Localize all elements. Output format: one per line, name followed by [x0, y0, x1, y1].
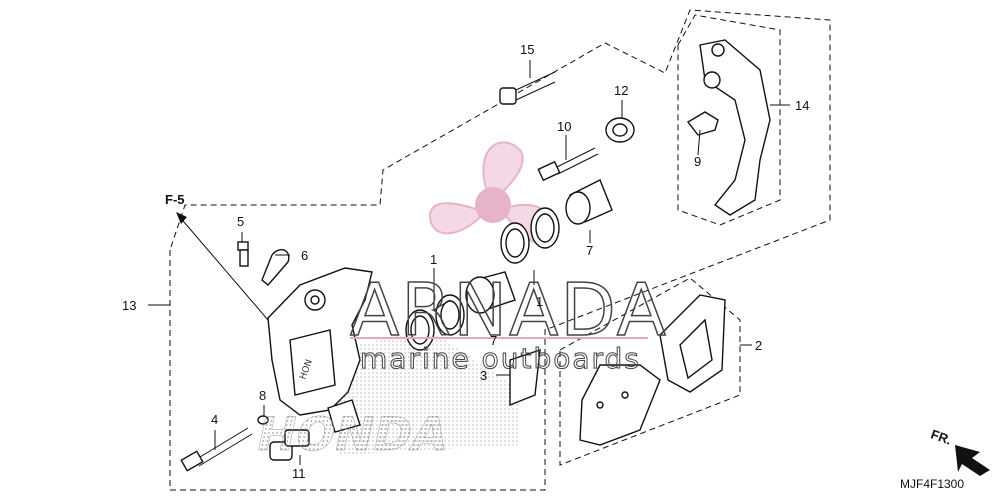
brake-pad-rear — [579, 364, 661, 446]
callout-9: 9 — [694, 154, 701, 169]
callout-11: 11 — [292, 466, 306, 481]
callout-1b: 1 — [536, 294, 543, 309]
assembly-boundary — [169, 9, 831, 491]
bracket-group-boundary — [677, 14, 781, 226]
caliper-shadow — [330, 330, 520, 455]
diagram-code: MJF4F1300 — [900, 477, 964, 491]
callout-6: 6 — [301, 248, 308, 263]
direction-label: FR. — [929, 426, 954, 447]
caliper-body: HON — [267, 267, 373, 433]
callout-8: 8 — [259, 388, 266, 403]
callout-7a: 7 — [586, 243, 593, 258]
watermark-tagline: marine outboards — [360, 342, 641, 375]
watermark-brand: ARNADA — [350, 268, 668, 352]
pad-group-boundary — [559, 277, 741, 466]
piston-seal-set-lower — [405, 294, 465, 351]
pad-spring-clip — [686, 111, 719, 136]
caliper-logo-watermark: HONDA — [252, 407, 453, 460]
pin-boot — [605, 117, 635, 143]
washer — [257, 415, 269, 425]
callout-5: 5 — [237, 214, 244, 229]
piston-seal-set-upper — [500, 207, 560, 264]
piston-upper — [565, 179, 613, 225]
bleeder-cap — [261, 248, 290, 286]
caliper-bolt — [180, 427, 253, 472]
callout-1a: 1 — [430, 252, 437, 267]
callout-14: 14 — [795, 98, 809, 113]
callout-3: 3 — [480, 368, 487, 383]
callout-4: 4 — [211, 412, 218, 427]
callout-2: 2 — [755, 338, 762, 353]
callout-7b: 7 — [490, 333, 497, 348]
callout-13: 13 — [122, 298, 136, 313]
callout-10: 10 — [557, 119, 571, 134]
section-reference: F-5 — [165, 192, 185, 207]
pad-spring — [509, 348, 541, 407]
callout-12: 12 — [614, 83, 628, 98]
mounting-bolt — [499, 71, 556, 105]
piston-lower — [465, 271, 516, 314]
arrow-right-icon — [955, 445, 990, 476]
brake-pad-front — [659, 294, 726, 393]
caliper-bracket — [699, 39, 771, 216]
callout-15: 15 — [520, 42, 534, 57]
slide-pin — [537, 147, 599, 182]
bleeder-valve — [237, 241, 249, 267]
pin-bolt — [269, 429, 310, 461]
